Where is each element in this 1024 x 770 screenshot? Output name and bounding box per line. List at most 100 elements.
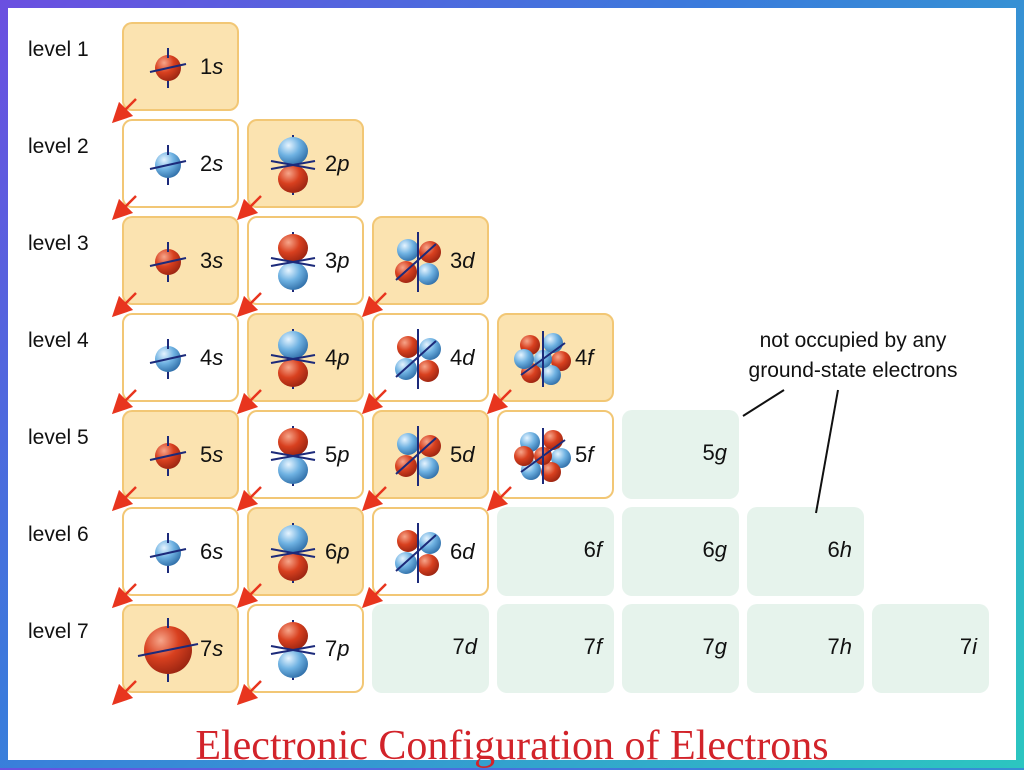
orbital-l: s (212, 442, 224, 467)
orbital-label-3s: 3s (200, 248, 223, 274)
orbital-cell-6f: 6f (497, 507, 614, 596)
arrow-7s (111, 680, 137, 706)
orbital-shape-6p (270, 523, 316, 583)
arrow-5p (236, 486, 262, 512)
orbital-l: f (587, 442, 594, 467)
orbital-cell-4f: 4f (497, 313, 614, 402)
diagram-title: Electronic Configuration of Electrons (195, 723, 829, 769)
arrow-4d (361, 389, 387, 415)
orbital-n: 7 (959, 634, 973, 659)
orbital-n: 6 (325, 539, 338, 564)
orbital-cell-7i: 7i (872, 604, 989, 693)
orbital-cell-4p: 4p (247, 313, 364, 402)
arrow-7p (236, 680, 262, 706)
orbital-n: 4 (200, 345, 213, 370)
orbital-cell-7f: 7f (497, 604, 614, 693)
orbital-label-5f: 5f (575, 442, 593, 468)
orbital-shape-6s (149, 533, 187, 573)
orbital-label-7f: 7f (584, 634, 602, 660)
orbital-n: 1 (200, 54, 213, 79)
level-label-6: level 6 (28, 523, 89, 546)
orbital-label-1s: 1s (200, 54, 223, 80)
orbital-n: 4 (325, 345, 338, 370)
orbital-label-7d: 7d (453, 634, 478, 660)
orbital-n: 6 (827, 537, 840, 562)
arrow-6d (361, 583, 387, 609)
orbital-n: 7 (452, 634, 465, 659)
orbital-n: 5 (450, 442, 463, 467)
orbital-n: 7 (827, 634, 840, 659)
orbital-cell-6d: 6d (372, 507, 489, 596)
orbital-label-6h: 6h (828, 537, 853, 563)
orbital-n: 3 (450, 248, 463, 273)
orbital-label-2p: 2p (325, 151, 350, 177)
orbital-label-6g: 6g (703, 537, 728, 563)
orbital-cell-2p: 2p (247, 119, 364, 208)
orbital-l: h (839, 634, 852, 659)
arrow-5d (361, 486, 387, 512)
arrow-2p (236, 195, 262, 221)
orbital-shape-4s (149, 339, 187, 379)
level-label-1: level 1 (28, 38, 89, 61)
orbital-shape-4d (395, 329, 441, 389)
orbital-l: h (839, 537, 852, 562)
orbital-n: 7 (702, 634, 715, 659)
orbital-label-6d: 6d (450, 539, 475, 565)
note-line-2: ground-state electrons (748, 359, 958, 382)
orbital-label-4f: 4f (575, 345, 593, 371)
orbital-l: d (462, 248, 475, 273)
orbital-label-2s: 2s (200, 151, 223, 177)
arrow-5f (486, 486, 512, 512)
orbital-l: p (337, 151, 350, 176)
arrow-3s (111, 292, 137, 318)
orbital-label-5g: 5g (703, 440, 728, 466)
orbital-l: g (714, 537, 727, 562)
orbital-label-4p: 4p (325, 345, 350, 371)
orbital-l: p (337, 636, 350, 661)
orbital-n: 6 (583, 537, 596, 562)
orbital-label-5d: 5d (450, 442, 475, 468)
orbital-shape-2s (149, 145, 187, 185)
orbital-shape-4p (270, 329, 316, 389)
orbital-cell-7p: 7p (247, 604, 364, 693)
orbital-n: 6 (450, 539, 463, 564)
orbital-shape-2p (270, 135, 316, 195)
orbital-label-4d: 4d (450, 345, 475, 371)
arrow-4s (111, 389, 137, 415)
orbital-cell-7d: 7d (372, 604, 489, 693)
orbital-n: 2 (325, 151, 338, 176)
orbital-cell-6s: 6s (122, 507, 239, 596)
orbital-l: g (714, 440, 727, 465)
arrow-3d (361, 292, 387, 318)
orbital-shape-7p (270, 620, 316, 680)
orbital-n: 5 (325, 442, 338, 467)
arrow-2s (111, 195, 137, 221)
orbital-n: 6 (200, 539, 213, 564)
orbital-cell-3p: 3p (247, 216, 364, 305)
orbital-cell-6p: 6p (247, 507, 364, 596)
orbital-cell-7s: 7s (122, 604, 239, 693)
orbital-l: s (212, 151, 224, 176)
arrow-3p (236, 292, 262, 318)
level-label-4: level 4 (28, 329, 89, 352)
orbital-cell-5g: 5g (622, 410, 739, 499)
orbital-label-4s: 4s (200, 345, 223, 371)
orbital-label-3p: 3p (325, 248, 350, 274)
orbital-label-6s: 6s (200, 539, 223, 565)
orbital-label-5p: 5p (325, 442, 350, 468)
orbital-shape-5p (270, 426, 316, 486)
orbital-n: 6 (702, 537, 715, 562)
level-label-7: level 7 (28, 620, 89, 643)
orbital-l: i (972, 634, 977, 659)
orbital-cell-5d: 5d (372, 410, 489, 499)
orbital-cell-6g: 6g (622, 507, 739, 596)
orbital-l: p (337, 539, 350, 564)
orbital-shape-3s (149, 242, 187, 282)
arrow-1s (111, 98, 137, 124)
orbital-l: d (462, 345, 475, 370)
orbital-l: p (337, 442, 350, 467)
arrow-4f (486, 389, 512, 415)
orbital-l: d (462, 539, 475, 564)
orbital-cell-3d: 3d (372, 216, 489, 305)
orbital-n: 4 (575, 345, 588, 370)
